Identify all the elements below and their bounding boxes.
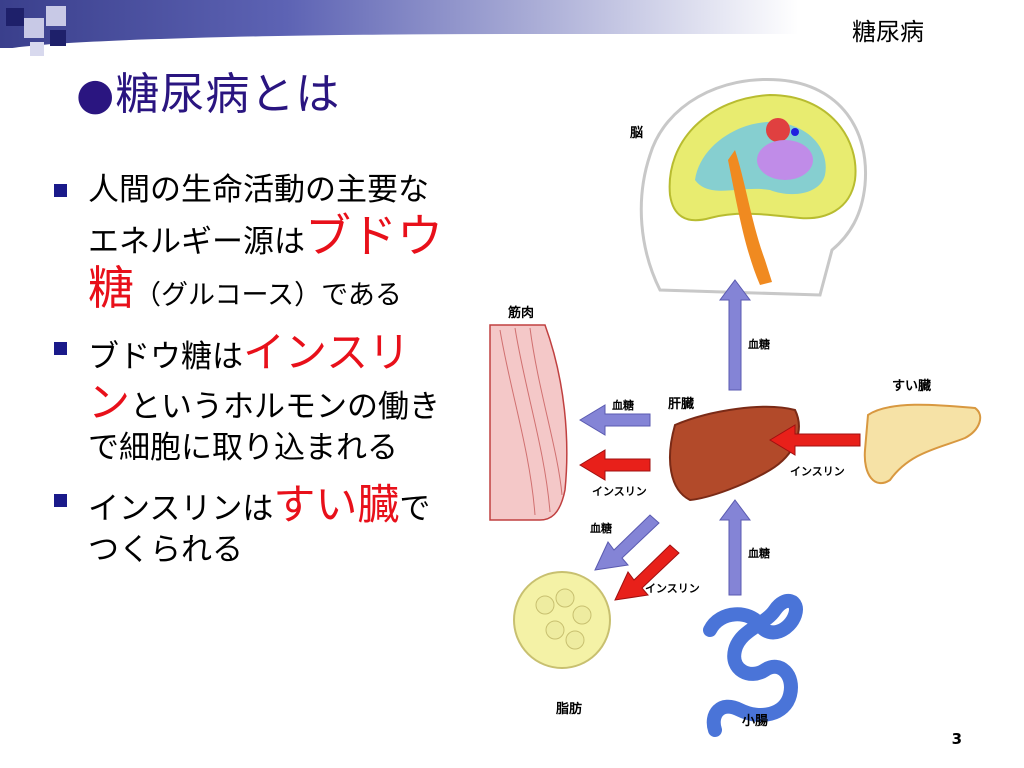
- label-fat: 脂肪: [556, 702, 583, 717]
- title-bullet: ●: [76, 69, 116, 120]
- bullet-highlight: すい臓: [273, 480, 400, 529]
- bullet-marker: [54, 342, 67, 355]
- bullet-text: （グルコース）である: [134, 280, 402, 311]
- decor-square: [30, 42, 44, 56]
- arrow-from-intestine: [719, 499, 751, 596]
- liver-illustration: [669, 405, 800, 502]
- bullet-highlight: インスリン: [88, 328, 411, 427]
- bullet-item: ブドウ糖はインスリンというホルモンの働きで細胞に取り込まれる: [50, 328, 450, 468]
- bullet-text: というホルモンの働きで細胞に取り込まれる: [88, 389, 441, 466]
- label-liver: 肝臓: [668, 397, 695, 412]
- bullet-text: でつくられる: [88, 491, 431, 568]
- intestine-illustration: [703, 594, 803, 737]
- bullet-item: インスリンはすい臓でつくられる: [50, 480, 450, 570]
- decor-square: [46, 6, 66, 26]
- label-blood-sugar: 血糖: [748, 547, 770, 560]
- muscle-illustration: [489, 324, 568, 521]
- bullet-marker: [54, 494, 67, 507]
- bullet-list: 人間の生命活動の主要なエネルギー源はブドウ糖（グルコース）である ブドウ糖はイン…: [50, 170, 450, 582]
- glucose-diagram: 脳 筋肉 肝臓 すい臓 脂肪 小腸 血糖 血糖 インスリン インスリン 血糖 イ…: [470, 50, 990, 740]
- arrow-to-fat-insulin: [614, 544, 680, 601]
- head-brain-illustration: [639, 77, 868, 297]
- arrow-to-fat-blood: [594, 514, 660, 571]
- label-blood-sugar: 血糖: [748, 338, 770, 351]
- arrow-to-muscle-blood: [579, 404, 651, 436]
- bullet-marker: [54, 184, 67, 197]
- label-insulin: インスリン: [790, 465, 845, 478]
- bullet-text: ブドウ糖は: [88, 339, 243, 375]
- slide-title: ●糖尿病とは: [76, 58, 340, 122]
- bullet-text: インスリンは: [88, 491, 274, 527]
- bullet-highlight: ブドウ糖: [88, 209, 443, 315]
- label-blood-sugar: 血糖: [612, 399, 634, 412]
- header-title: 糖尿病: [852, 18, 924, 46]
- decor-square: [50, 30, 66, 46]
- pancreas-illustration: [863, 403, 982, 485]
- decor-square: [24, 18, 44, 38]
- page-number: 3: [951, 730, 962, 748]
- label-blood-sugar: 血糖: [590, 522, 612, 535]
- label-muscle: 筋肉: [508, 306, 535, 321]
- decor-square: [6, 8, 24, 26]
- diagram-graphics: [489, 77, 982, 737]
- fat-illustration: [513, 571, 611, 669]
- header-bar: [0, 0, 1024, 52]
- label-pancreas: すい臓: [892, 379, 932, 394]
- title-text: 糖尿病とは: [115, 69, 341, 120]
- arrow-to-brain: [719, 279, 751, 391]
- label-insulin: インスリン: [645, 582, 700, 595]
- arrow-from-pancreas: [769, 424, 861, 456]
- bullet-text: 人間の生命活動の主要なエネルギー源は: [88, 172, 429, 260]
- label-intestine: 小腸: [742, 714, 769, 729]
- label-brain: 脳: [630, 126, 644, 141]
- bullet-item: 人間の生命活動の主要なエネルギー源はブドウ糖（グルコース）である: [50, 170, 450, 316]
- arrow-to-muscle-insulin: [579, 449, 651, 481]
- label-insulin: インスリン: [592, 485, 647, 498]
